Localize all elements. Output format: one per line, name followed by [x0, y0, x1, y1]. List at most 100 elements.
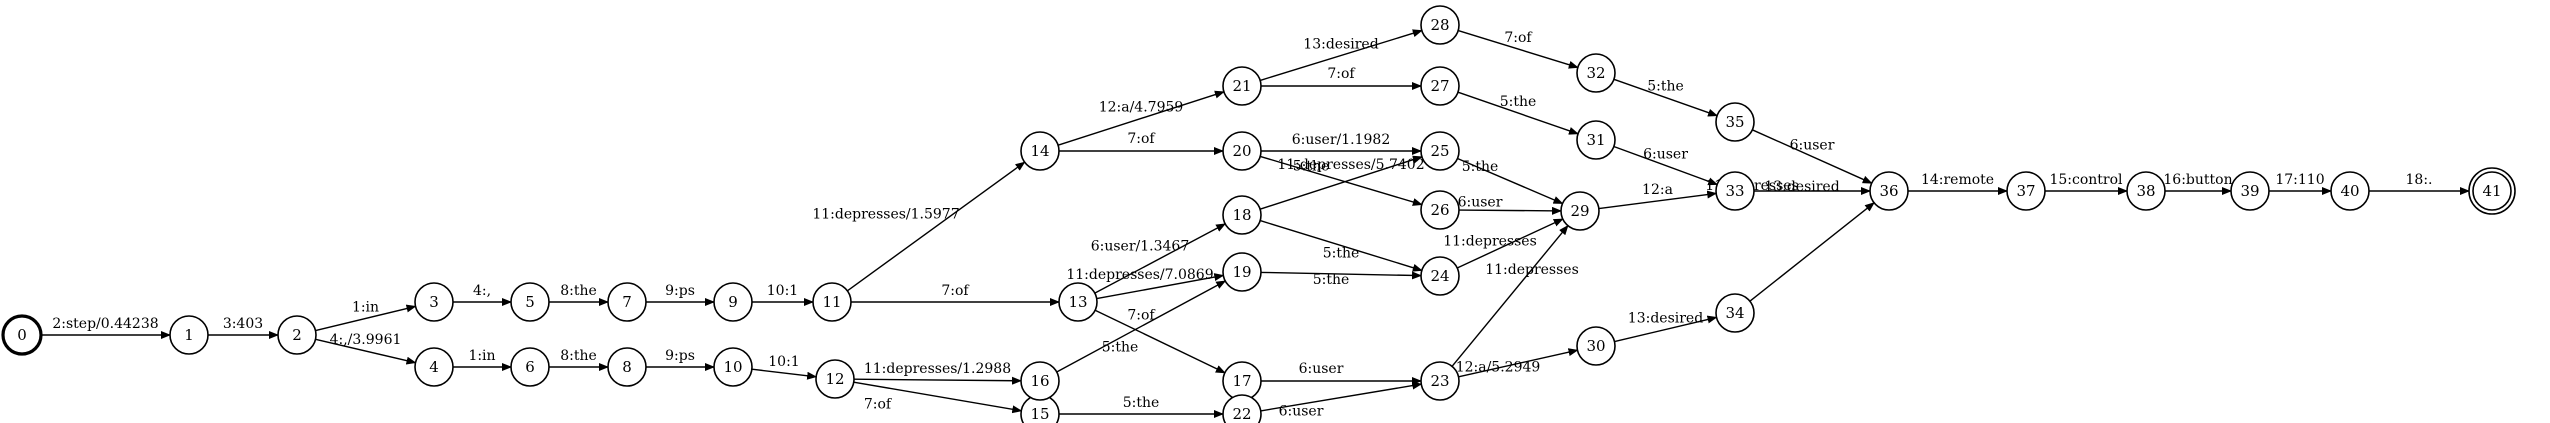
- state-label: 16: [1030, 372, 1049, 390]
- edge-label-20-26: 5:the: [1293, 159, 1330, 175]
- edge-label-22-23: 6:user: [1279, 404, 1324, 420]
- state-circle: [414, 347, 454, 387]
- node-24: 24: [1420, 256, 1460, 296]
- state-label: 30: [1586, 337, 1605, 355]
- state-circle: [510, 282, 550, 322]
- edge-label-14-20: 7:of: [1127, 131, 1156, 147]
- edge-35-36: [1752, 129, 1873, 184]
- edge-14-21: [1057, 90, 1225, 146]
- state-circle: [1576, 53, 1616, 93]
- state-circle: [1560, 191, 1600, 231]
- edge-2-3: [315, 304, 417, 332]
- state-circle: [2472, 171, 2512, 211]
- edge-24-29: [1456, 218, 1564, 269]
- edge-label-1-2: 3:403: [223, 316, 263, 332]
- state-label: 37: [2016, 182, 2035, 200]
- edge-label-23-29: 11:depresses: [1485, 262, 1579, 278]
- state-circle: [414, 282, 454, 322]
- edge-34-36: [1749, 202, 1875, 302]
- edge-label-7-9: 9:ps: [665, 283, 695, 299]
- edge-18-24: [1259, 219, 1423, 272]
- edge-20-26: [1259, 155, 1423, 206]
- edge-27-31: [1457, 91, 1579, 135]
- edge-30-34: [1614, 315, 1718, 343]
- edge-label-20-25: 6:user/1.1982: [1292, 132, 1391, 148]
- node-36: 36: [1869, 171, 1909, 211]
- edge-25-29: [1457, 157, 1564, 205]
- edge-label-2-4: 4:,/3.9961: [330, 332, 402, 348]
- edge-26-29: [1458, 206, 1562, 215]
- edge-22-23: [1260, 381, 1423, 412]
- state-circle: [607, 347, 647, 387]
- node-18: 18: [1222, 195, 1262, 235]
- edge-12-15: [853, 381, 1023, 414]
- state-label: 40: [2340, 182, 2359, 200]
- edge-label-40-41: 18:.: [2406, 172, 2433, 188]
- state-label: 13: [1068, 293, 1087, 311]
- state-circle: [2230, 171, 2270, 211]
- state-label: 34: [1725, 304, 1744, 322]
- node-39: 39: [2230, 171, 2270, 211]
- node-41: 41: [2468, 167, 2516, 215]
- edge-29-33: [1598, 190, 1718, 210]
- node-25: 25: [1420, 131, 1460, 171]
- edge-label-10-12: 10:1: [768, 354, 799, 370]
- state-circle: [1420, 190, 1460, 230]
- state-circle: [510, 347, 550, 387]
- state-label: 28: [1430, 16, 1449, 34]
- edge-label-14-21: 12:a/4.7959: [1099, 100, 1184, 116]
- edge-label-18-24: 5:the: [1323, 246, 1360, 262]
- edge-label-30-34: 13:desired: [1628, 311, 1703, 327]
- edge-label-2-3: 1:in: [352, 300, 379, 316]
- state-label: 41: [2482, 182, 2501, 200]
- state-circle: [2006, 171, 2046, 211]
- edge-label-26-29: 6:user: [1458, 195, 1503, 211]
- edge-label-12-15: 7:of: [864, 397, 893, 413]
- edge-13-18: [1094, 223, 1227, 294]
- state-circle: [1020, 361, 1060, 401]
- state-label: 25: [1430, 142, 1449, 160]
- edge-label-8-10: 9:ps: [665, 348, 695, 364]
- node-9: 9: [713, 282, 753, 322]
- node-1: 1: [169, 315, 209, 355]
- edge-2-4: [315, 338, 417, 365]
- state-label: 20: [1232, 142, 1251, 160]
- edge-10-12: [751, 368, 818, 380]
- state-label: 29: [1570, 202, 1589, 220]
- edge-label-23-30: 12:a/5.2949: [1456, 360, 1541, 376]
- edge-label-32-35: 5:the: [1647, 79, 1684, 95]
- state-circle: [1420, 66, 1460, 106]
- node-28: 28: [1420, 5, 1460, 45]
- state-circle: [2330, 171, 2370, 211]
- state-circle: [713, 347, 753, 387]
- edge-label-24-29: 11:depresses: [1443, 234, 1537, 250]
- edge-label-13-17: 5:the: [1102, 340, 1139, 356]
- edge-label-37-38: 15:control: [2049, 172, 2123, 188]
- state-circle: [169, 315, 209, 355]
- edge-label-21-27: 7:of: [1327, 66, 1356, 82]
- edge-label-5-7: 8:the: [560, 283, 597, 299]
- state-circle: [1715, 293, 1755, 333]
- node-21: 21: [1222, 66, 1262, 106]
- node-11: 11: [812, 282, 852, 322]
- state-label: 38: [2136, 182, 2155, 200]
- state-label: 7: [622, 293, 632, 311]
- edge-12-16: [853, 376, 1022, 385]
- node-6: 6: [510, 347, 550, 387]
- state-label: 3: [429, 293, 439, 311]
- state-label: 2: [292, 326, 302, 344]
- node-31: 31: [1576, 120, 1616, 160]
- state-label: 32: [1586, 64, 1605, 82]
- state-circle: [713, 282, 753, 322]
- edge-28-32: [1457, 29, 1579, 69]
- state-circle: [1420, 131, 1460, 171]
- edge-label-6-8: 8:the: [560, 348, 597, 364]
- edge-label-13-18: 6:user/1.3467: [1091, 239, 1190, 255]
- state-circle: [277, 315, 317, 355]
- node-8: 8: [607, 347, 647, 387]
- state-circle: [815, 359, 855, 399]
- edge-16-19: [1056, 280, 1227, 373]
- state-label: 1: [184, 326, 194, 344]
- state-label: 6: [525, 358, 535, 376]
- edge-label-3-5: 4:,: [473, 283, 491, 299]
